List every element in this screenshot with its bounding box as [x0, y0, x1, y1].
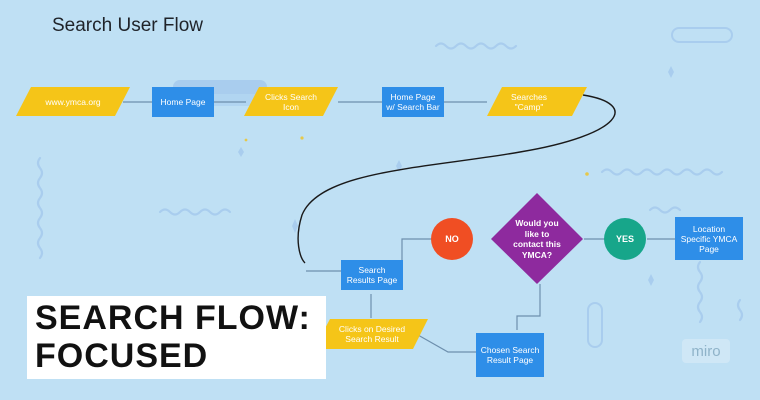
node-home-page-search-bar[interactable] [382, 87, 444, 117]
miro-watermark: miro [682, 339, 730, 363]
background-sparkles [238, 66, 674, 286]
node-searches-camp[interactable] [487, 87, 587, 116]
node-decision[interactable] [491, 193, 583, 284]
node-location-page[interactable] [675, 217, 743, 260]
node-clicks-search-icon-label: Clicks Search Icon [265, 92, 317, 112]
node-decision-label: Would you like to contact this YMCA? [513, 218, 561, 260]
node-clicks-search-icon[interactable] [244, 87, 338, 116]
node-searches-camp-label: Searches "Camp" [511, 92, 547, 112]
node-home-page[interactable] [152, 87, 214, 117]
node-chosen-result-page-label: Chosen Search Result Page [480, 345, 540, 365]
headline-line-1: SEARCH FLOW: [35, 299, 311, 337]
loop-back-curve [297, 94, 616, 264]
node-no-label: NO [445, 234, 459, 244]
node-clicks-desired-result-label: Clicks on Desired Search Result [338, 324, 406, 344]
background-dots [244, 136, 589, 176]
node-search-results-page[interactable] [341, 260, 403, 290]
background-decorations [36, 42, 744, 324]
node-location-page-label: Location Specific YMCA Page [680, 223, 738, 254]
node-no[interactable] [431, 218, 473, 260]
node-clicks-desired-result[interactable] [314, 319, 428, 349]
node-ymca-site[interactable] [16, 87, 130, 116]
node-chosen-result-page[interactable] [476, 333, 544, 377]
node-yes[interactable] [604, 218, 646, 260]
node-ymca-site-label: www.ymca.org [45, 97, 101, 107]
headline-banner: SEARCH FLOW: FOCUSED [27, 296, 326, 379]
node-home-page-label: Home Page [160, 97, 206, 107]
node-home-page-search-bar-label: Home Page w/ Search Bar [386, 92, 440, 112]
node-search-results-page-label: Search Results Page [346, 265, 398, 285]
node-yes-label: YES [615, 234, 634, 244]
board-title: Search User Flow [52, 15, 203, 36]
background-pills [587, 27, 733, 348]
headline-line-2: FOCUSED [35, 337, 209, 375]
